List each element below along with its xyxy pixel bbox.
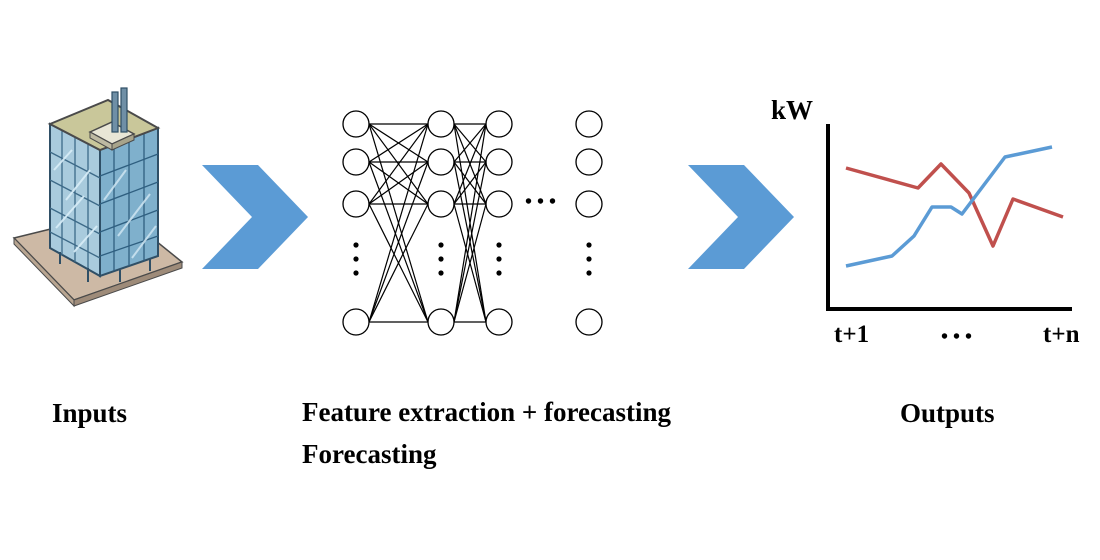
ellipsis-dot xyxy=(438,256,444,262)
neuron-node xyxy=(485,148,513,176)
connection-line xyxy=(368,123,429,163)
connection-line xyxy=(368,161,429,323)
neuron-node xyxy=(485,308,513,336)
chevron-right-icon xyxy=(202,165,308,269)
neuron-node xyxy=(342,308,370,336)
x-axis-end-label: t+n xyxy=(1043,321,1080,348)
connection-line xyxy=(368,123,429,205)
connection-line xyxy=(453,123,487,163)
connection-line xyxy=(453,161,487,205)
forecasting-caption: Forecasting xyxy=(302,439,437,469)
connection-line xyxy=(453,123,487,323)
ellipsis-dot xyxy=(586,242,592,248)
neuron-node xyxy=(427,148,455,176)
neuron-node xyxy=(575,110,603,138)
connection-line xyxy=(368,161,429,205)
neuron-node xyxy=(485,190,513,218)
neuron-node xyxy=(427,110,455,138)
connection-line xyxy=(368,203,429,323)
ellipsis-dot xyxy=(438,242,444,248)
x-axis-start-label: t+1 xyxy=(834,321,869,348)
connection-line xyxy=(453,203,487,323)
layer-ellipsis: • • • xyxy=(525,191,556,213)
neuron-node xyxy=(575,308,603,336)
ellipsis-dot xyxy=(353,256,359,262)
neuron-node xyxy=(342,110,370,138)
neural-network: • • • xyxy=(342,110,603,336)
ellipsis-dot xyxy=(438,270,444,276)
inputs-caption: Inputs xyxy=(52,398,128,428)
neuron-node xyxy=(342,190,370,218)
ellipsis-dot xyxy=(586,256,592,262)
feature-extraction-caption: Feature extraction + forecasting xyxy=(302,397,672,427)
ellipsis-dot xyxy=(496,256,502,262)
office-building-icon xyxy=(12,87,184,308)
ellipsis-dot xyxy=(353,270,359,276)
neuron-node xyxy=(575,190,603,218)
connection-line xyxy=(453,161,487,323)
connection-line xyxy=(368,123,429,323)
ellipsis-dot xyxy=(586,270,592,276)
y-axis-unit-label: kW xyxy=(771,95,813,125)
neuron-node xyxy=(485,110,513,138)
series-red-line xyxy=(845,162,1064,248)
output-chart: kW t+1 • • • t+n xyxy=(771,95,1080,348)
series-blue-line xyxy=(845,145,1053,268)
ellipsis-dot xyxy=(496,270,502,276)
outputs-caption: Outputs xyxy=(900,398,995,428)
ellipsis-dot xyxy=(353,242,359,248)
neuron-node xyxy=(342,148,370,176)
neuron-node xyxy=(575,148,603,176)
x-axis-ellipsis: • • • xyxy=(941,326,972,348)
neuron-node xyxy=(427,308,455,336)
ellipsis-dot xyxy=(496,242,502,248)
neuron-node xyxy=(427,190,455,218)
connection-line xyxy=(453,123,487,205)
chevron-right-icon xyxy=(688,165,794,269)
